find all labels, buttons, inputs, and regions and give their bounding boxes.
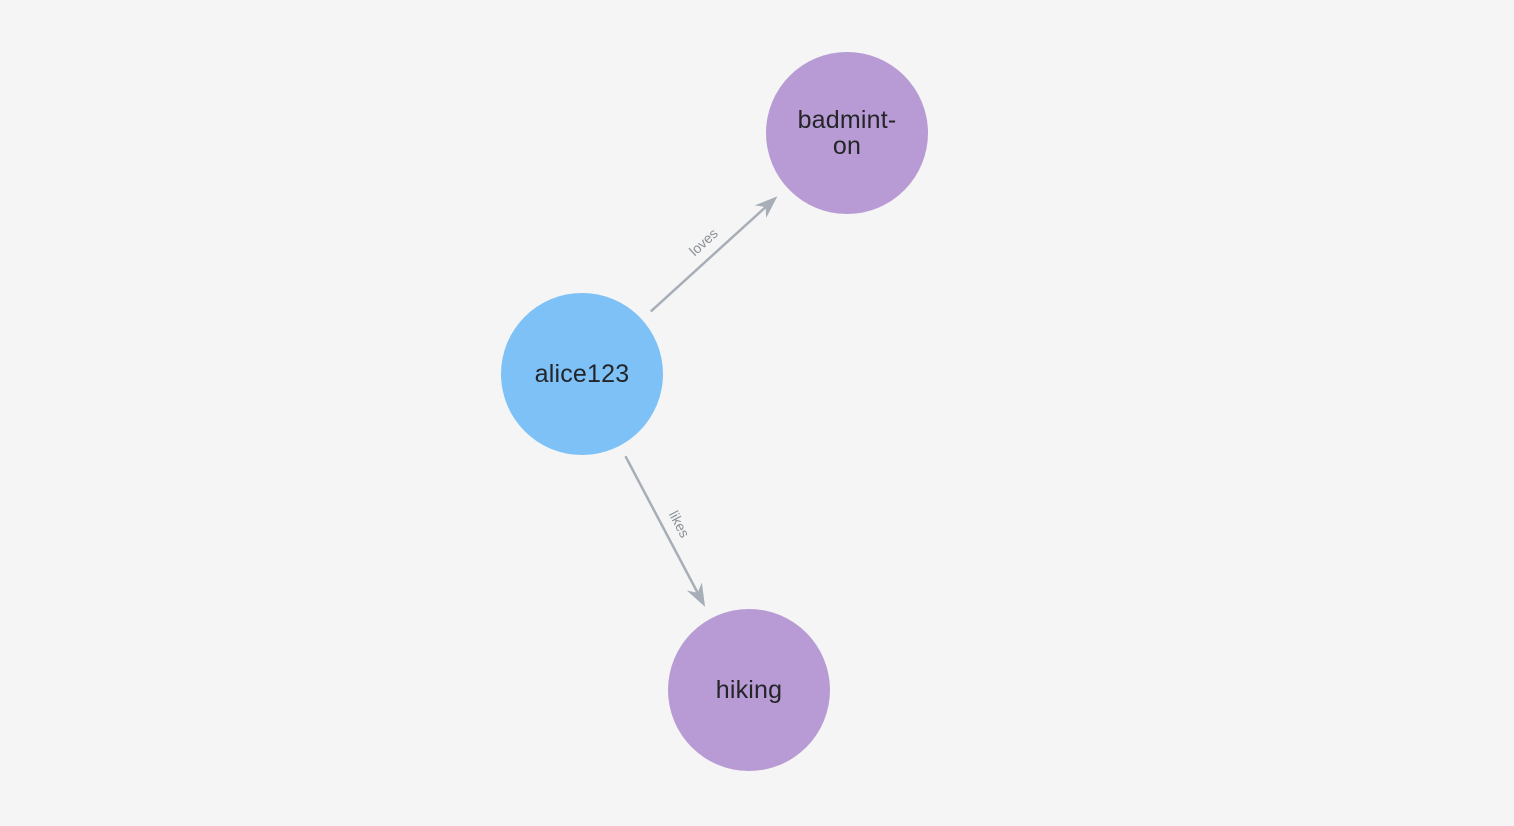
edge-likes[interactable]: likes	[624, 455, 712, 611]
edge-label[interactable]: likes	[666, 508, 693, 540]
edge-arrowhead-icon	[754, 196, 778, 219]
node-label-alice123: alice123	[534, 359, 630, 388]
node-label-badminton: badmint- on	[797, 105, 897, 160]
edge-line[interactable]	[624, 455, 700, 596]
node-label-hiking: hiking	[715, 675, 783, 704]
edge-arrowhead-icon	[686, 582, 706, 607]
node-interest-hiking[interactable]: hiking	[668, 609, 830, 771]
node-user-alice123[interactable]: alice123	[501, 293, 663, 455]
node-interest-badminton[interactable]: badmint- on	[766, 52, 928, 214]
edge-loves[interactable]: loves	[649, 190, 783, 313]
edge-line[interactable]	[649, 204, 768, 313]
